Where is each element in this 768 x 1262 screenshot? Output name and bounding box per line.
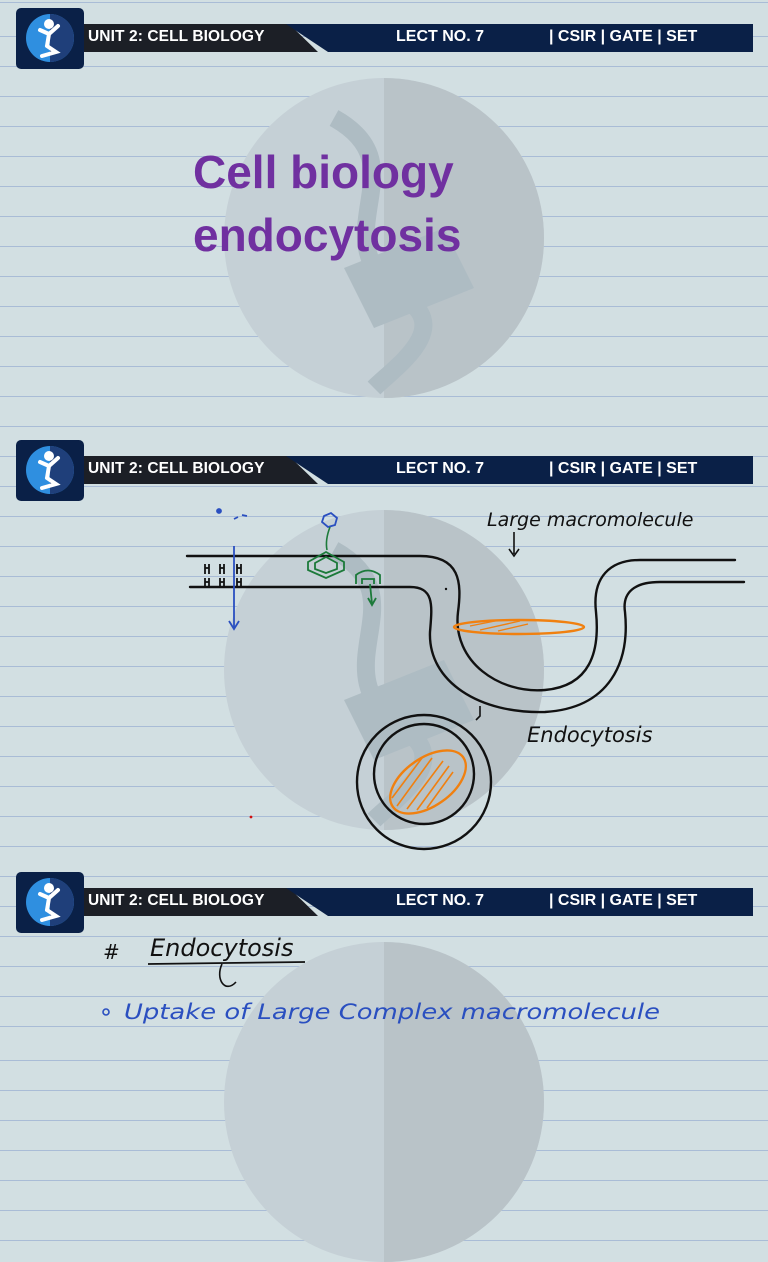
slide-title-line-2: endocytosis bbox=[193, 209, 462, 261]
vesicle-outer bbox=[355, 713, 493, 851]
dna-book-watermark-icon bbox=[224, 78, 544, 398]
membrane-outer-line bbox=[185, 554, 737, 692]
lecture-header: UNIT 2: CELL BIOLOGY LECT NO. 7 | CSIR |… bbox=[16, 8, 756, 70]
lecture-header: UNIT 2: CELL BIOLOGY LECT NO. 7 | CSIR |… bbox=[16, 440, 756, 502]
logo-icon bbox=[16, 8, 84, 69]
diffusion-arrow bbox=[216, 508, 248, 631]
logo-icon bbox=[16, 872, 84, 933]
notes-bullet-marker: # bbox=[103, 940, 120, 964]
header-lecture-bar bbox=[286, 456, 753, 484]
header-lecture-label: LECT NO. 7 bbox=[396, 460, 485, 477]
ligand-hexagon bbox=[320, 511, 339, 528]
header-lecture-bar bbox=[286, 24, 753, 52]
macromolecule-arrow bbox=[508, 532, 520, 558]
slide-title: UNIT 2: CELL BIOLOGY LECT NO. 7 | CSIR |… bbox=[0, 0, 768, 432]
notes-heading: Endocytosis bbox=[150, 934, 293, 962]
heading-underline bbox=[147, 961, 306, 965]
notes-line-1: Uptake of Large Complex macromolecule bbox=[124, 1000, 660, 1024]
header-unit-bar bbox=[78, 24, 318, 52]
header-exams-label: | CSIR | GATE | SET bbox=[549, 892, 698, 909]
header-exams-label: | CSIR | GATE | SET bbox=[549, 460, 698, 477]
lecture-header: UNIT 2: CELL BIOLOGY LECT NO. 7 | CSIR |… bbox=[16, 872, 756, 934]
label-large-macromolecule: Large macromolecule bbox=[487, 509, 693, 531]
notes-bullet-dot bbox=[102, 1008, 110, 1016]
logo-icon bbox=[16, 440, 84, 501]
header-unit-bar bbox=[78, 888, 318, 916]
macromolecule-oval bbox=[452, 618, 586, 636]
slide-endocytosis-diagram: UNIT 2: CELL BIOLOGY LECT NO. 7 | CSIR |… bbox=[0, 432, 768, 864]
label-endocytosis: Endocytosis bbox=[527, 723, 653, 747]
header-exams-label: | CSIR | GATE | SET bbox=[549, 28, 698, 45]
header-lecture-label: LECT NO. 7 bbox=[396, 892, 485, 909]
header-lecture-label: LECT NO. 7 bbox=[396, 28, 485, 45]
header-unit-label: UNIT 2: CELL BIOLOGY bbox=[88, 460, 265, 477]
header-unit-label: UNIT 2: CELL BIOLOGY bbox=[88, 892, 265, 909]
receptor-proteins bbox=[307, 550, 381, 607]
vesicle-macromolecule bbox=[388, 749, 468, 815]
endocytosis-sketch: Large macromolecule Endocytosis bbox=[185, 508, 746, 851]
phospholipid-heads bbox=[204, 564, 242, 588]
header-lecture-bar bbox=[286, 888, 753, 916]
header-unit-bar bbox=[78, 456, 318, 484]
slide-endocytosis-notes: UNIT 2: CELL BIOLOGY LECT NO. 7 | CSIR |… bbox=[0, 864, 768, 1262]
membrane-inner-line bbox=[188, 580, 746, 714]
vesicle-inner bbox=[372, 722, 476, 826]
header-unit-label: UNIT 2: CELL BIOLOGY bbox=[88, 28, 265, 45]
slide-title-line-1: Cell biology bbox=[193, 146, 454, 198]
notes-sketch: # Endocytosis Uptake of Large Complex ma… bbox=[102, 934, 660, 1024]
